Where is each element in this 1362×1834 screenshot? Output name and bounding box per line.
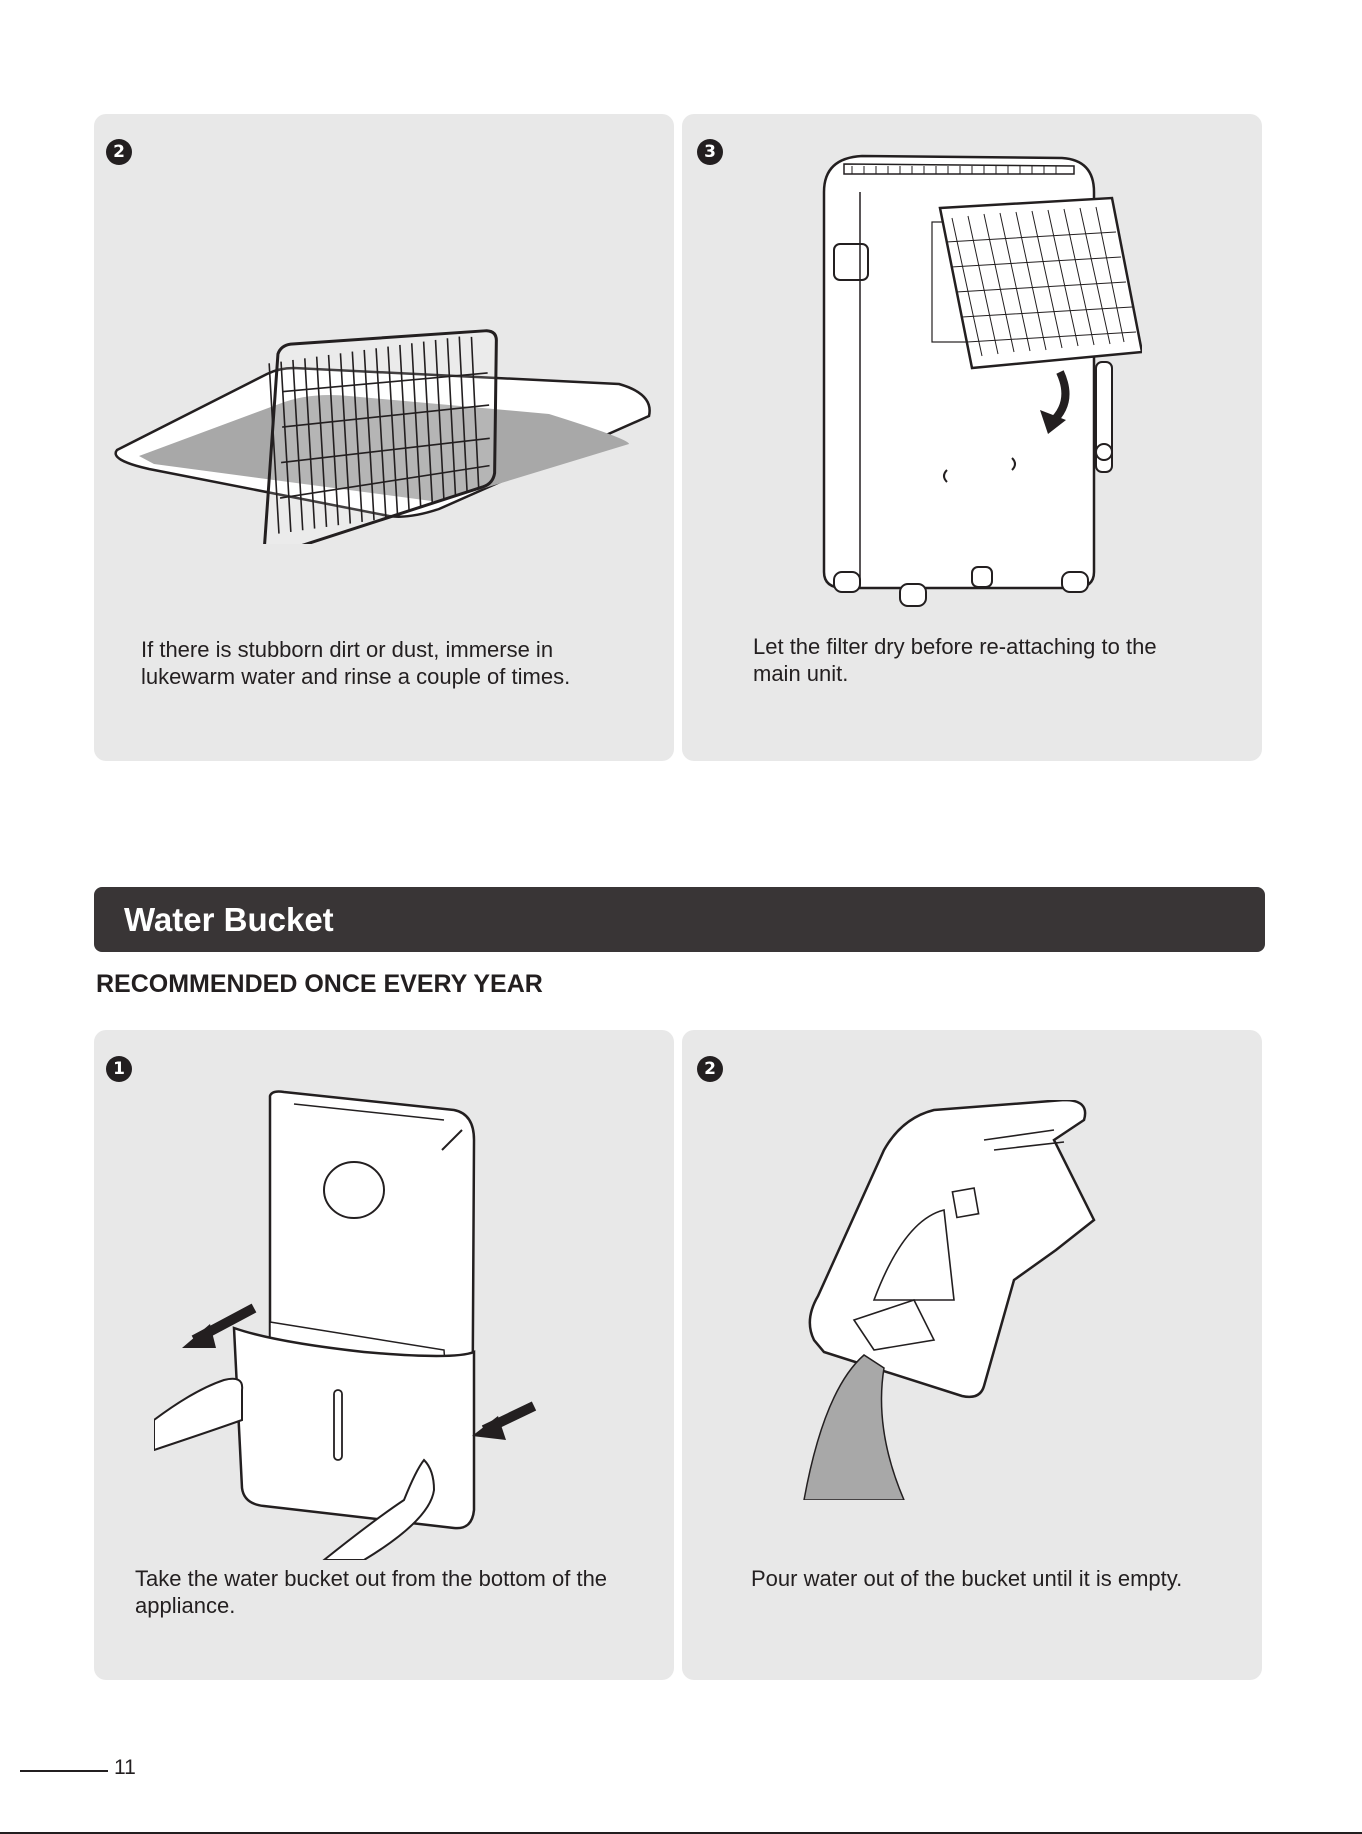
step-number-badge: 3 [697,139,723,165]
pour-water-from-bucket-icon [794,1100,1174,1500]
step-number-badge: 2 [106,139,132,165]
step-caption: If there is stubborn dirt or dust, immer… [141,636,611,690]
section-header-bar: Water Bucket [94,887,1265,952]
step-caption: Take the water bucket out from the botto… [135,1565,635,1619]
step-caption: Let the filter dry before re-attaching t… [753,633,1173,687]
remove-water-bucket-icon [154,1090,594,1560]
page-number-rule [20,1770,108,1772]
step-card-remove-bucket: 1 Take the water bucket out from the bot… [94,1030,674,1680]
section-subtitle: RECOMMENDED ONCE EVERY YEAR [96,970,543,999]
step-caption: Pour water out of the bucket until it is… [751,1565,1231,1592]
step-card-filter-rinse: 2 If there is stubborn dirt or dust, imm… [94,114,674,761]
step-number-badge: 1 [106,1056,132,1082]
filter-soaking-in-water-icon [109,304,659,544]
step-card-reattach-filter: 3 Let the filter dry before re-a [682,114,1262,761]
section-title: Water Bucket [124,887,334,952]
reattach-filter-to-unit-icon [812,152,1142,607]
page-number: 11 [114,1756,136,1780]
step-number-badge: 2 [697,1056,723,1082]
step-card-pour-water: 2 Pour water out of the bucket until it … [682,1030,1262,1680]
